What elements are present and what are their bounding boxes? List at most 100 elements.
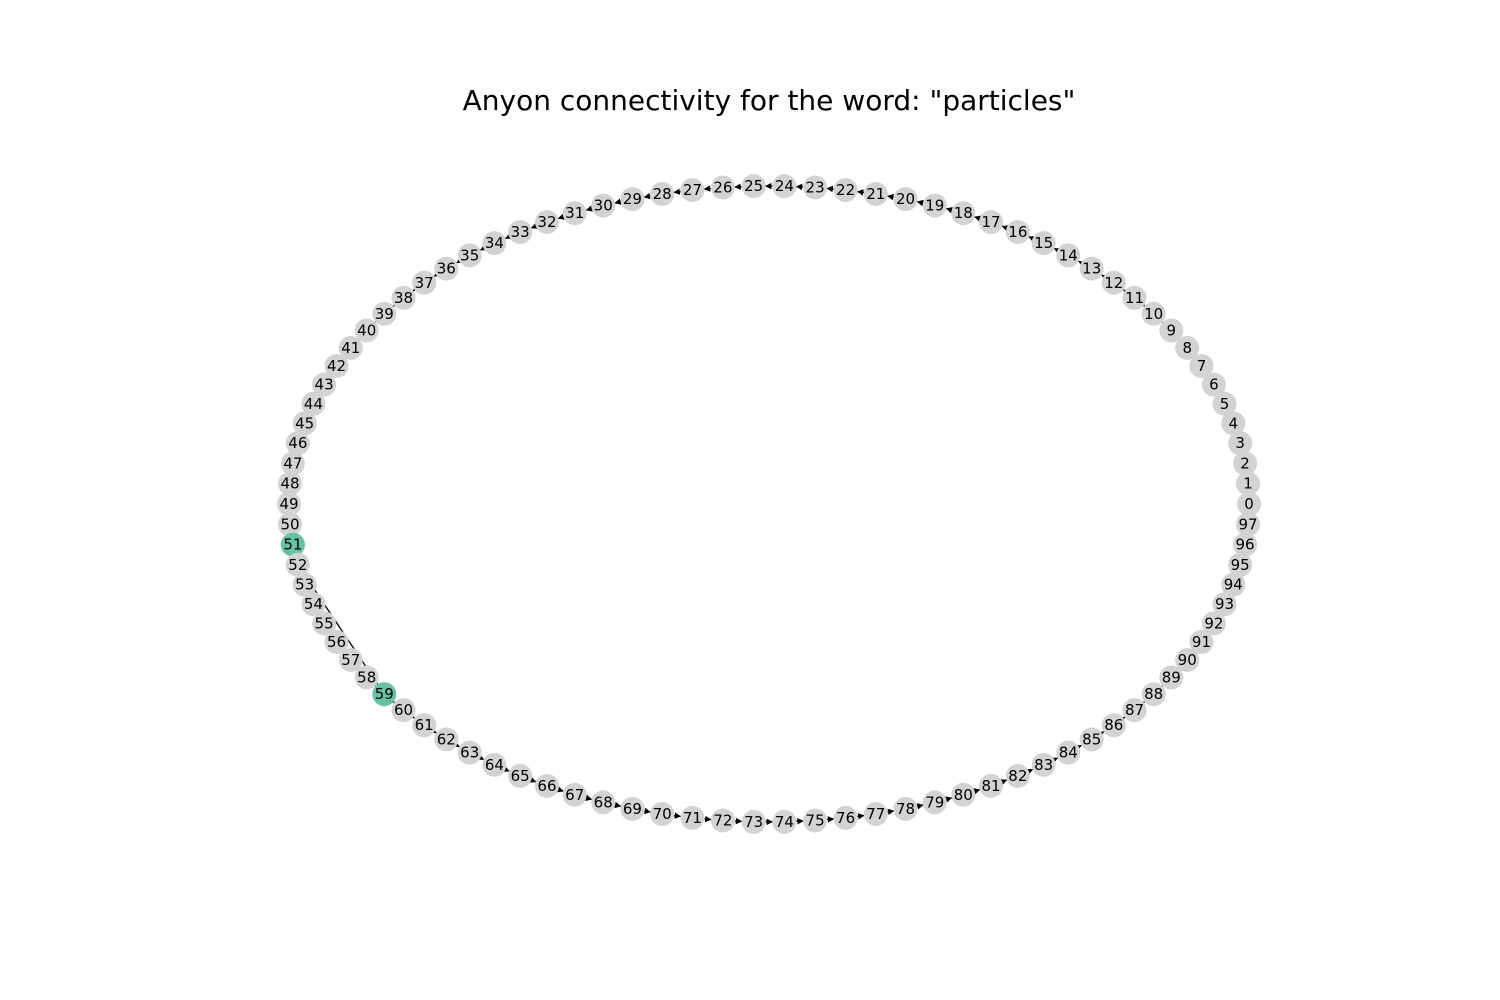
node-label: 75 — [806, 812, 825, 830]
node-circle — [741, 809, 766, 834]
node-circle — [1236, 471, 1261, 496]
edge-69-70 — [644, 807, 652, 815]
node-label: 4 — [1229, 414, 1239, 432]
node-circle — [741, 174, 766, 199]
edge-36-37 — [433, 270, 441, 277]
node-8: 8 — [1175, 335, 1200, 360]
node-32: 32 — [534, 210, 559, 235]
node-circle — [591, 193, 616, 218]
node-label: 42 — [327, 357, 346, 375]
node-9: 9 — [1159, 318, 1184, 343]
edge-64-65 — [502, 765, 510, 772]
node-18: 18 — [951, 201, 976, 226]
edge-15-16 — [1028, 236, 1036, 243]
node-label: 38 — [394, 289, 413, 307]
node-label: 48 — [280, 475, 299, 493]
edge-35-36 — [456, 256, 464, 264]
node-circle — [863, 181, 888, 206]
node-circle — [277, 471, 302, 496]
node-circle — [1237, 492, 1261, 516]
node-60: 60 — [391, 698, 416, 723]
node-47: 47 — [280, 451, 305, 476]
node-93: 93 — [1212, 592, 1237, 617]
node-circle — [412, 270, 437, 295]
node-circle — [1159, 665, 1184, 690]
node-circle — [1175, 648, 1200, 673]
edge-71-72 — [704, 815, 712, 823]
node-63: 63 — [457, 740, 482, 765]
edge-31-32 — [557, 213, 565, 220]
node-label: 31 — [565, 204, 584, 222]
node-label: 86 — [1104, 716, 1123, 734]
node-label: 52 — [288, 556, 307, 574]
node-38: 38 — [391, 285, 416, 310]
node-circle — [301, 592, 326, 617]
node-label: 83 — [1034, 756, 1053, 774]
node-circle — [1056, 243, 1081, 268]
node-circle — [292, 572, 317, 597]
node-94: 94 — [1221, 572, 1246, 597]
node-label: 44 — [304, 395, 323, 413]
node-circle — [1228, 431, 1253, 456]
node-label: 36 — [437, 260, 456, 278]
node-label: 70 — [653, 805, 672, 823]
node-circle — [1141, 301, 1166, 326]
edge-20-21 — [886, 193, 894, 201]
node-circle — [650, 181, 675, 206]
node-55: 55 — [312, 611, 337, 636]
node-label: 49 — [279, 495, 298, 513]
node-89: 89 — [1159, 665, 1184, 690]
node-49: 49 — [277, 492, 301, 516]
node-label: 78 — [896, 800, 915, 818]
node-label: 89 — [1162, 668, 1181, 686]
node-circle — [312, 372, 337, 397]
node-circle — [354, 665, 379, 690]
node-label: 29 — [623, 190, 642, 208]
node-circle — [324, 354, 349, 379]
node-37: 37 — [412, 270, 437, 295]
node-label: 76 — [836, 809, 855, 827]
node-circle — [372, 301, 397, 326]
node-80: 80 — [951, 782, 976, 807]
node-circle — [277, 492, 301, 516]
node-label: 55 — [315, 614, 334, 632]
node-75: 75 — [803, 808, 828, 833]
edge-79-80 — [945, 796, 953, 803]
node-circle — [562, 201, 587, 226]
node-label: 79 — [925, 793, 944, 811]
node-label: 43 — [315, 376, 334, 394]
node-label: 3 — [1235, 434, 1245, 452]
node-label: 56 — [327, 633, 346, 651]
nodes-layer: 0123456789101112131415161718192021222324… — [277, 174, 1261, 834]
node-label: 28 — [653, 185, 672, 203]
node-label: 66 — [537, 777, 556, 795]
node-circle — [1031, 231, 1056, 256]
node-84: 84 — [1056, 740, 1081, 765]
edge-70-71 — [674, 812, 682, 819]
node-65: 65 — [508, 763, 533, 788]
node-label: 21 — [866, 185, 885, 203]
node-19: 19 — [922, 193, 947, 218]
node-circle — [620, 796, 645, 821]
node-52: 52 — [285, 552, 310, 577]
node-circle — [1233, 532, 1258, 557]
node-43: 43 — [312, 372, 337, 397]
node-label: 30 — [594, 197, 613, 215]
node-41: 41 — [338, 335, 363, 360]
node-61: 61 — [412, 713, 437, 738]
node-40: 40 — [354, 318, 379, 343]
edge-60-61 — [407, 712, 416, 719]
node-83: 83 — [1031, 752, 1056, 777]
edge-62-63 — [452, 741, 460, 748]
edge-67-68 — [585, 794, 593, 801]
node-label: 84 — [1059, 744, 1078, 762]
node-7: 7 — [1189, 354, 1214, 379]
edge-81-82 — [999, 779, 1008, 786]
node-label: 60 — [394, 701, 413, 719]
node-95: 95 — [1228, 552, 1253, 577]
node-circle — [680, 178, 705, 203]
node-58: 58 — [354, 665, 379, 690]
node-label: 67 — [565, 786, 584, 804]
node-circle — [1031, 752, 1056, 777]
